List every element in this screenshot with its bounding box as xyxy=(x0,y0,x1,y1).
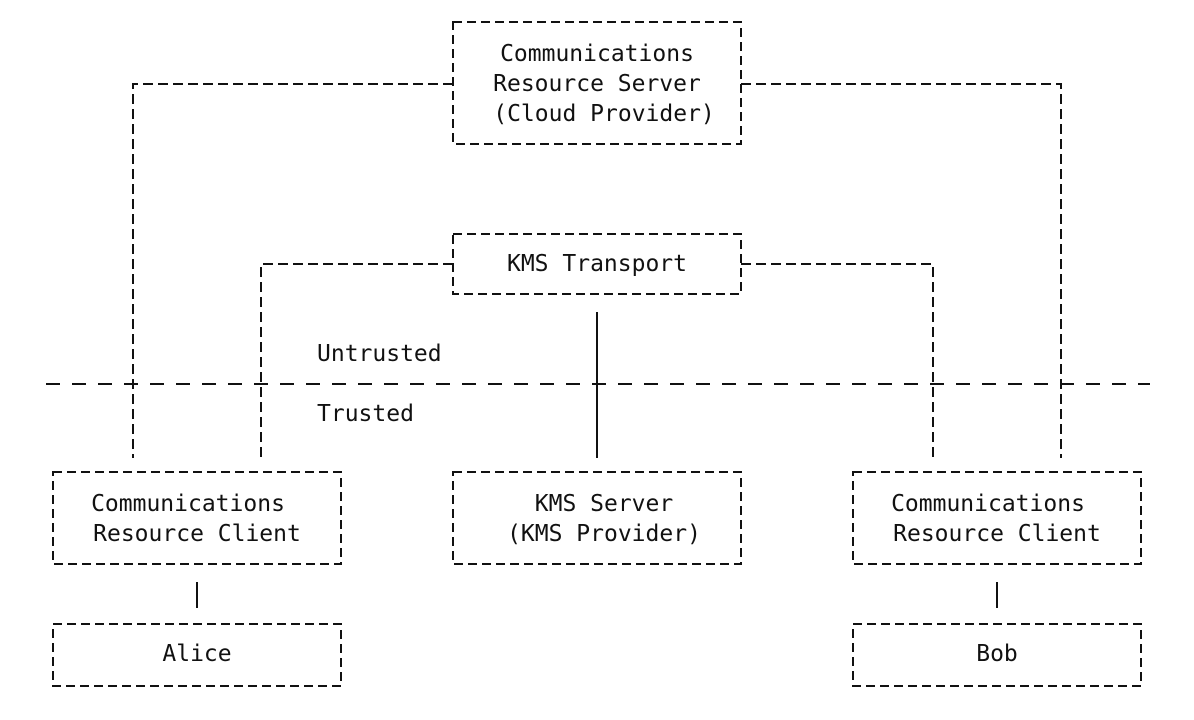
server-provider-line: (Cloud Provider) xyxy=(493,101,715,127)
kms-server-provider-line: (KMS Provider) xyxy=(507,521,701,547)
alice-box-frame xyxy=(52,623,342,687)
server-to-bob-client-line xyxy=(741,83,1062,458)
untrusted-label: Untrusted xyxy=(317,341,442,367)
server-title-line: Communications xyxy=(500,41,694,67)
alice-client-subtitle-line: Resource Client xyxy=(93,521,301,547)
alice-client-box-frame xyxy=(52,471,342,565)
bob-client-title-line: Communications xyxy=(891,491,1085,517)
bob-client-box-frame xyxy=(852,471,1142,565)
transport-to-alice-client-line xyxy=(260,263,453,458)
kms-server-title-line: KMS Server xyxy=(535,491,673,517)
bob-client-subtitle-line: Resource Client xyxy=(893,521,1101,547)
bob-box-frame xyxy=(852,623,1142,687)
alice-client-title-line: Communications xyxy=(91,491,285,517)
kms-server-box-frame xyxy=(452,471,742,565)
transport-to-bob-client-line xyxy=(741,263,934,458)
alice-label: Alice xyxy=(162,641,231,667)
server-to-alice-client-line xyxy=(132,83,453,458)
transport-title: KMS Transport xyxy=(507,251,687,277)
connector-lines xyxy=(132,83,1062,608)
trusted-label: Trusted xyxy=(317,401,414,427)
bob-label: Bob xyxy=(976,641,1018,667)
server-subtitle-line: Resource Server xyxy=(493,71,701,97)
